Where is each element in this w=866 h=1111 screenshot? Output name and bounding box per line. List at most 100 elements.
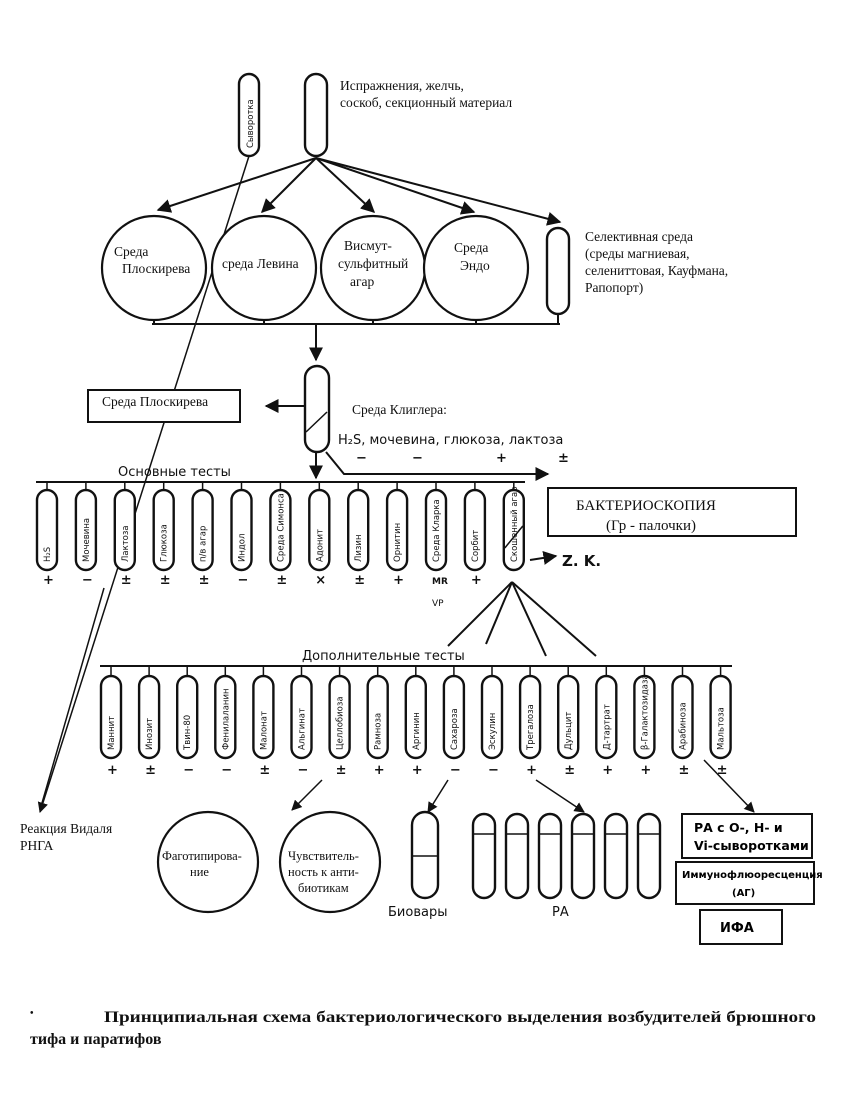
main-test-tube-label: Среда Симонса [276, 493, 286, 562]
main-test-tube-sign: ± [121, 573, 132, 588]
extra-test-tube: Мальтоза± [709, 666, 732, 778]
extra-test-tube-sign: ± [259, 763, 270, 778]
main-test-tube-label: Глюкоза [160, 524, 170, 562]
pa-sera-line2: Vi-сыворотками [694, 838, 809, 853]
extra-test-tube: Твин-80− [175, 666, 199, 778]
widal-line1: Реакция Видаля [20, 821, 112, 836]
main-test-tube: п/в агар ± [191, 482, 214, 588]
main-test-tube-sign: МR [432, 577, 448, 587]
extra-test-tube-sign: + [107, 763, 118, 778]
main-test-tube: Лизин± [347, 482, 370, 588]
extra-test-tube-sign: + [526, 763, 537, 778]
kligler-sign-glucose: + [496, 451, 507, 466]
main-tests-tubes: H₂S+Мочевина−Лактоза±Глюкоза±п/в агар±Ин… [35, 482, 525, 588]
caption-line2: тифа и паратифов [30, 1031, 162, 1048]
sensitivity-line3: биотикам [298, 881, 349, 895]
plate-3-line1: Висмут- [344, 238, 392, 253]
extra-test-tube-label: Рамноза [374, 713, 384, 750]
phage-line2: ние [190, 865, 209, 879]
extra-test-tube-label: Фенилаланин [221, 688, 231, 750]
immunofluorescence-box: Иммунофлюоресценция (АГ) [675, 861, 823, 905]
main-test-tube-label: Индол [238, 534, 248, 562]
specimen-source-line1: Испражнения, желчь, [340, 78, 464, 93]
pa-tube [504, 812, 530, 900]
if-line2: (АГ) [732, 888, 755, 899]
plate-3-line2: сульфитный [338, 256, 408, 271]
main-test-tube: Скошенный агар [502, 482, 525, 572]
main-test-tube-label: Адонит [315, 529, 325, 562]
extra-test-tube-sign: − [298, 763, 309, 778]
extra-test-tube-label: Арабиноза [679, 702, 689, 750]
extra-test-tube: Маннит+ [99, 666, 123, 778]
extra-test-tube-label: Эскулин [488, 713, 498, 750]
extra-test-tube: Альгинат− [290, 666, 313, 778]
plate-ploskirev: Среда Плоскирева [100, 214, 208, 322]
plate-levin: среда Левина [210, 214, 318, 322]
pa-sera-box: РА с О-, Н- и Vi-сыворотками [681, 813, 813, 859]
ifa-box: ИФА [699, 909, 783, 945]
bacterioscopy-line1: БАКТЕРИОСКОПИЯ [576, 498, 716, 514]
serum-tube: Сыворотка [237, 72, 261, 158]
extra-test-tube-sign: − [488, 763, 499, 778]
extra-test-tube-sign: + [602, 763, 613, 778]
extra-test-tube-label: Целлобиоза [336, 696, 346, 750]
sensitivity-plate: Чувствитель- ность к анти- биотикам [278, 810, 382, 914]
ifa-label: ИФА [720, 921, 754, 936]
extra-test-tube: Эскулин − [480, 666, 504, 778]
extra-test-tube-label: Малонат [259, 711, 269, 750]
serum-tube-label: Сыворотка [246, 99, 256, 148]
extra-test-tube: Фенилаланин − [214, 666, 237, 778]
main-test-tube-label: Сорбит [471, 530, 481, 562]
main-test-tube-sign: + [43, 573, 54, 588]
main-test-tube-sign: ± [199, 573, 210, 588]
extra-test-tube: Малонат ± [252, 666, 275, 778]
to-pa-arrow [535, 779, 585, 813]
extra-test-tube-label: Аргинин [412, 712, 422, 750]
pa-tube [471, 812, 497, 900]
selective-line3: селениттовая, Кауфмана, [585, 263, 728, 278]
main-test-tube: Сорбит+ [463, 482, 487, 588]
kligler-tube [303, 364, 331, 454]
main-test-tube-label: Лизин [354, 534, 364, 562]
extra-test-tube-sign: ± [564, 763, 575, 778]
extra-test-tube-sign: − [450, 763, 461, 778]
specimen-source-line2: соскоб, секционный материал [340, 95, 512, 110]
ploskirev-box: Среда Плоскирева [87, 389, 241, 423]
extra-test-tube: β-Галактозидаза+ [633, 666, 656, 778]
extra-test-tube-sign: ± [145, 763, 156, 778]
main-test-tube-sign: × [315, 573, 326, 588]
extra-test-tube: Д-тартрат+ [595, 666, 618, 778]
main-test-tube-label: H₂S [43, 547, 53, 562]
main-test-tube-label: Лактоза [121, 525, 131, 562]
slant-to-zk-arrow [529, 550, 558, 565]
to-biovars-arrow [427, 779, 449, 813]
main-test-tube-label: Скошенный агар [510, 486, 520, 562]
extra-tests-title: Дополнительные тесты [302, 649, 465, 664]
main-test-tube: Глюкоза± [152, 482, 175, 588]
main-test-tube-sign: − [238, 573, 249, 588]
extra-test-tube: Рамноза + [366, 666, 389, 778]
extra-test-tube-label: Дульцит [564, 712, 574, 750]
plates-collector [152, 314, 560, 362]
main-extra-sign-vp: VP [432, 599, 444, 609]
extra-test-tube-label: β-Галактозидаза [640, 674, 650, 750]
extra-test-tube: Дульцит ± [557, 666, 580, 778]
extra-test-tube-label: Инозит [145, 718, 155, 750]
kligler-to-bacterioscopy-arrow [325, 451, 550, 481]
extra-test-tube-sign: − [221, 763, 232, 778]
plate-1-line2: Плоскирева [122, 261, 190, 276]
specimen-fanout-arrows [156, 157, 562, 226]
caption-bullet: • [30, 1008, 34, 1019]
plate-4-line2: Эндо [460, 258, 490, 273]
extra-tests-tubes: Маннит+ Инозит ± Твин-80− Фенилаланин − Малона… [99, 666, 732, 778]
extra-test-tube: Целлобиоза± [328, 666, 351, 778]
main-test-tube-sign: ± [276, 573, 287, 588]
extra-test-tube-sign: + [374, 763, 385, 778]
phage-line1: Фаготипирова- [162, 849, 242, 863]
main-test-tube-label: п/в агар [199, 526, 209, 562]
extra-test-tube: Арабиноза± [671, 666, 694, 778]
pa-tube [636, 812, 662, 900]
main-test-tube-label: Орнитин [393, 523, 403, 562]
bacterioscopy-line2: (Гр - палочки) [606, 518, 696, 534]
